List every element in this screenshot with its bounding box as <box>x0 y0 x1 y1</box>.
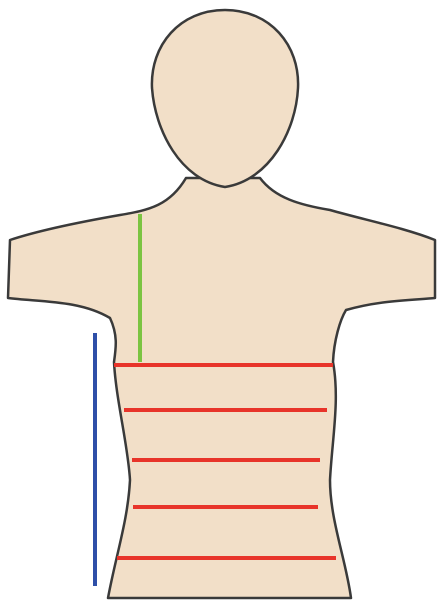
torso-shape <box>8 178 435 598</box>
head-shape <box>152 10 298 187</box>
